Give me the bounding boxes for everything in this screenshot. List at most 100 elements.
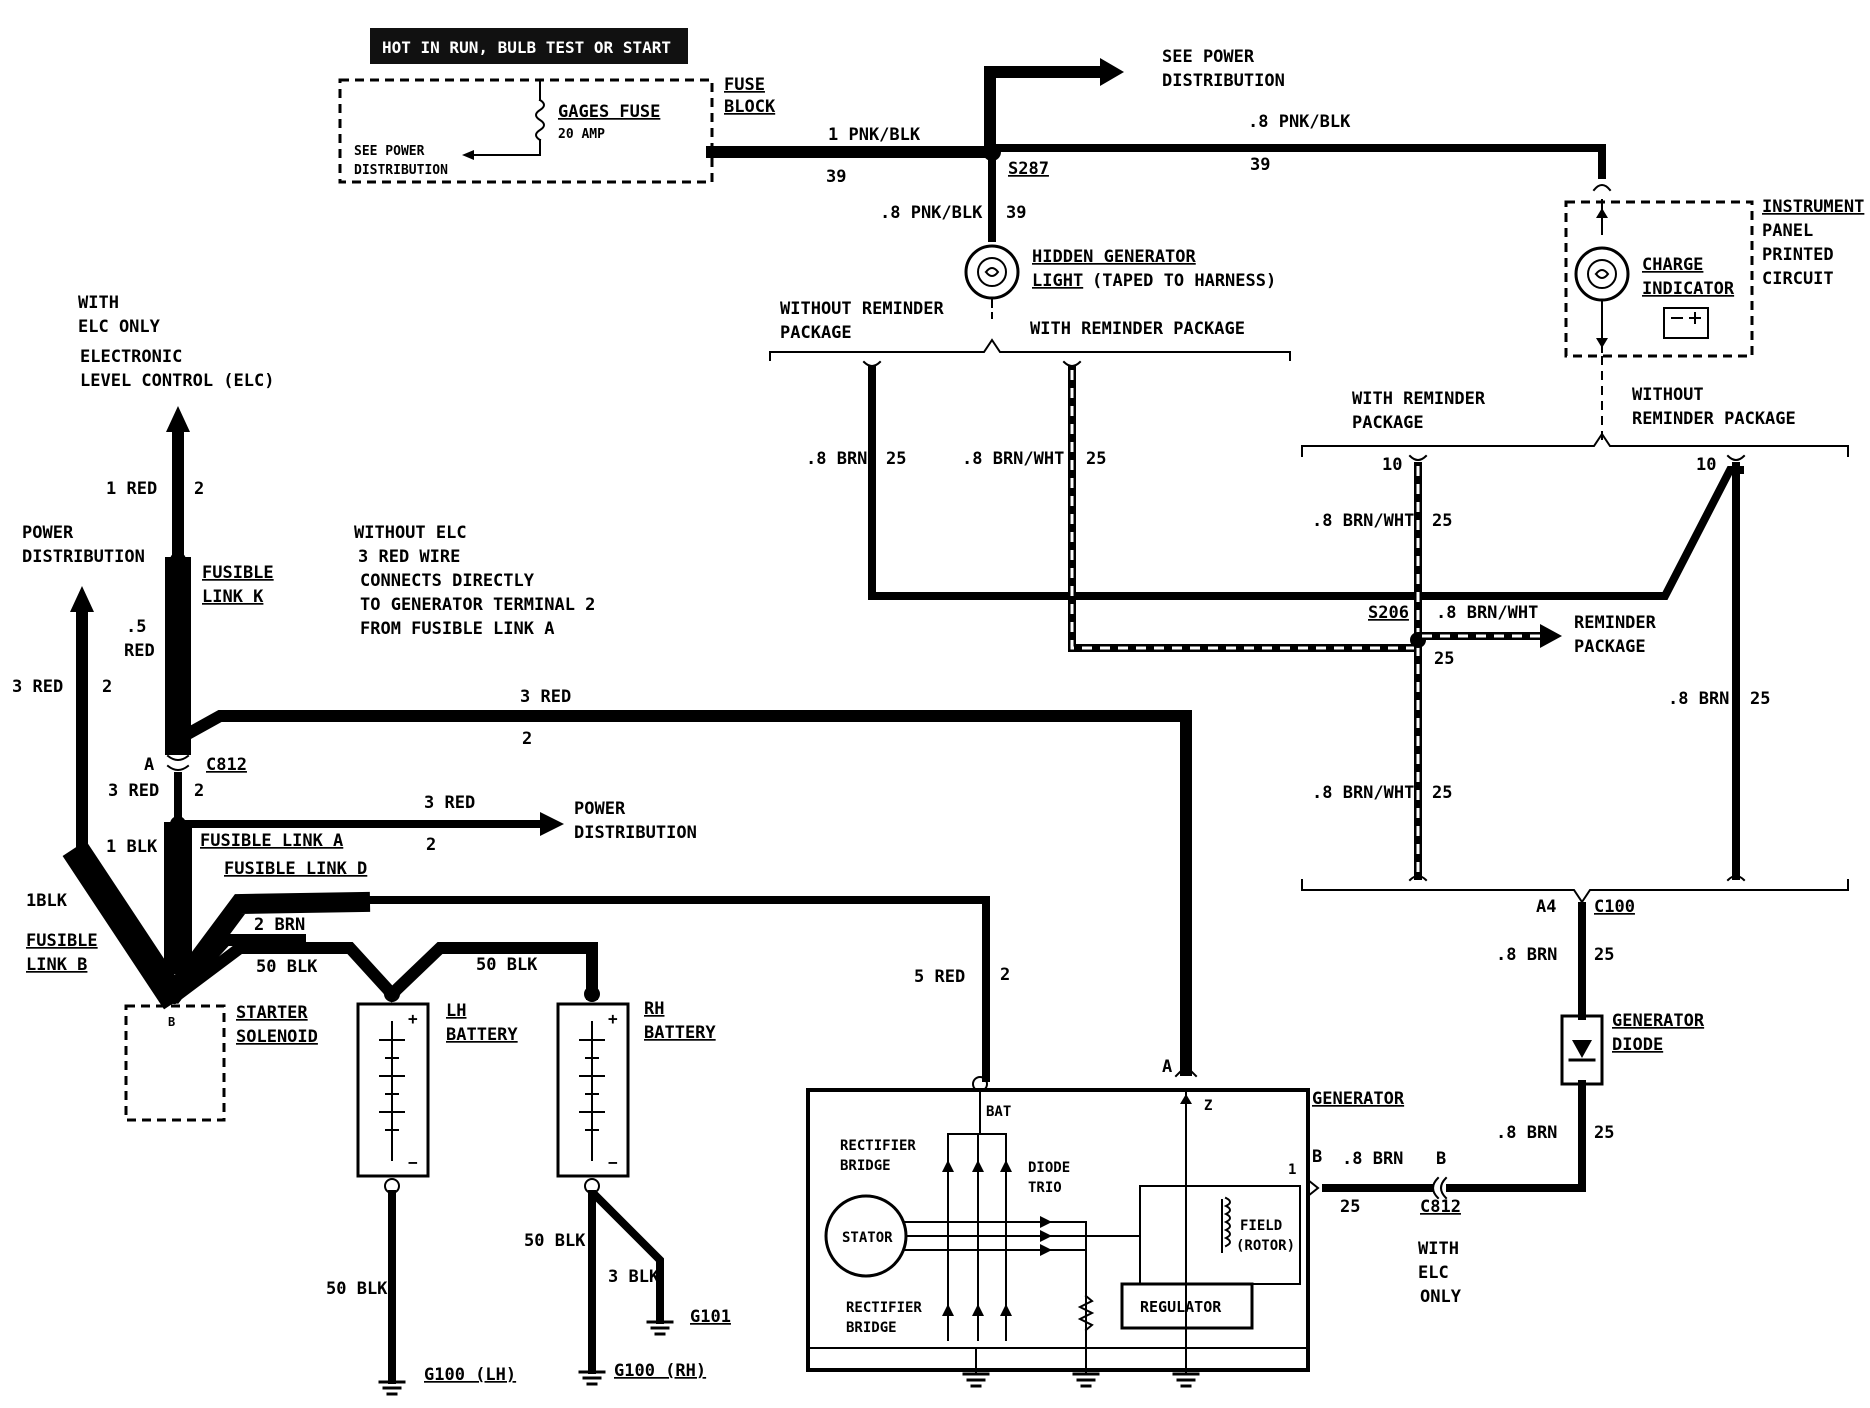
label-3-blk: 3 BLK (608, 1267, 660, 1287)
fuse-block-outline (338, 78, 714, 184)
label-circuit-39b: 39 (1250, 155, 1270, 175)
rectifier-bridge-label-top-2: BRIDGE (840, 1158, 891, 1174)
label-a4: A4 (1536, 897, 1556, 917)
package-bracket-left (769, 338, 1291, 361)
label-50-blk-b: 50 BLK (476, 955, 538, 975)
generator-diode-label-2: DIODE (1612, 1035, 1663, 1055)
power-label-left: POWER (22, 523, 74, 543)
label-c100: C100 (1594, 897, 1635, 917)
distribution-label-left: DISTRIBUTION (22, 547, 145, 567)
label-circuit-39c: 39 (1006, 203, 1026, 223)
label-2-brn: 2 BRN (254, 915, 305, 935)
wire-3-blk-g101 (590, 1190, 664, 1324)
see-power-label: SEE POWER (1162, 47, 1255, 67)
reminder-package-label: PACKAGE (1574, 637, 1646, 657)
elc-only-label: ELC ONLY (78, 317, 161, 337)
label-25-i: 25 (1340, 1197, 1360, 1217)
label-b-right: B (1436, 1149, 1446, 1169)
hot-in-run-text: HOT IN RUN, BULB TEST OR START (382, 38, 671, 57)
without-elc-note-1: WITHOUT ELC (354, 523, 467, 543)
label-8-brn-c: .8 BRN (1496, 945, 1557, 965)
lh-label: LH (446, 1001, 466, 1021)
charge-indicator-bulb-icon (1574, 246, 1630, 302)
with-reminder-label-r2: PACKAGE (1352, 413, 1424, 433)
without-elc-note-5: FROM FUSIBLE LINK A (360, 619, 554, 639)
label-a-generator: A (1162, 1057, 1172, 1077)
with-elc-label-3: ONLY (1420, 1287, 1462, 1307)
rectifier-bridge-label-bot-2: BRIDGE (846, 1320, 897, 1336)
label-c812: C812 (206, 755, 247, 775)
label-1-red: 1 RED (106, 479, 157, 499)
connector-mark (1592, 184, 1612, 192)
g101-label: G101 (690, 1307, 731, 1327)
electronic-label: ELECTRONIC (80, 347, 182, 367)
label-3-red-c: 3 RED (108, 781, 159, 801)
fuse-block-label-2: BLOCK (724, 97, 776, 117)
label-25-b: 25 (1086, 449, 1106, 469)
wire-50-blk-rh (383, 942, 598, 1003)
regulator-label: REGULATOR (1140, 1298, 1222, 1316)
arrow-up-icon (70, 586, 94, 612)
printed-label: PRINTED (1762, 245, 1834, 265)
package-bracket-right (1301, 432, 1849, 457)
rectifier-bridge-label-top-1: RECTIFIER (840, 1138, 916, 1154)
without-elc-note-3: CONNECTS DIRECTLY (360, 571, 535, 591)
arrow-icon (540, 812, 564, 836)
hidden-light-label-1: HIDDEN GENERATOR (1032, 247, 1197, 267)
arrow-icon (1100, 58, 1124, 86)
lh-battery-icon: + − (356, 986, 430, 1194)
lh-battery-label: BATTERY (446, 1025, 518, 1045)
panel-label: PANEL (1762, 221, 1813, 241)
label-red: RED (124, 641, 155, 661)
label-8-brn-e: .8 BRN (1342, 1149, 1403, 1169)
rotor-label: (ROTOR) (1236, 1238, 1295, 1254)
with-reminder-label-r1: WITH REMINDER (1352, 389, 1486, 409)
label-3-red-b: 3 RED (520, 687, 571, 707)
without-reminder-label-r1: WITHOUT (1632, 385, 1704, 405)
with-elc-label-2: ELC (1418, 1263, 1449, 1283)
fusible-link-d (162, 891, 371, 1004)
indicator-label: INDICATOR (1642, 279, 1735, 299)
fusible-link-b-label-1: FUSIBLE (26, 931, 98, 951)
fuse-distribution: DISTRIBUTION (354, 163, 448, 178)
label-3-red-d: 3 RED (424, 793, 475, 813)
label-5-red: 5 RED (914, 967, 965, 987)
gages-fuse-symbol (535, 98, 545, 142)
label-25-a: 25 (886, 449, 906, 469)
label-s206: S206 (1368, 603, 1409, 623)
generator-diode-icon (1560, 1014, 1604, 1086)
label-50-blk-d: 50 BLK (524, 1231, 586, 1251)
fusible-link-b (62, 840, 188, 1010)
arrow-icon (1540, 624, 1562, 648)
solenoid-label: SOLENOID (236, 1027, 318, 1047)
connector-mark (1174, 1064, 1198, 1078)
label-c812-b: C812 (1420, 1197, 1461, 1217)
rh-label: RH (644, 999, 664, 1019)
connector-mark (862, 360, 882, 367)
ground-g100-rh-icon (578, 1370, 606, 1386)
label-8-brn-wht-a: .8 BRN/WHT (962, 449, 1064, 469)
fuse-block-label-1: FUSE (724, 75, 765, 95)
without-elc-note-4: TO GENERATOR TERMINAL 2 (360, 595, 595, 615)
label-a-c812: A (144, 755, 154, 775)
label-25-e: 25 (1432, 783, 1452, 803)
label-50-blk-a: 50 BLK (256, 957, 318, 977)
label-8-brn-b: .8 BRN (1668, 689, 1729, 709)
hidden-generator-light-bulb-icon (964, 244, 1020, 319)
connector-mark (1440, 1176, 1448, 1200)
with-elc-label-1: WITH (1418, 1239, 1459, 1259)
field-rotor-coil-icon (1223, 1196, 1231, 1248)
label-8-brn-a: .8 BRN (806, 449, 867, 469)
charge-label: CHARGE (1642, 255, 1703, 275)
starter-solenoid (124, 1004, 226, 1122)
diode-trio-icon (1040, 1216, 1052, 1256)
z-label: Z (1204, 1098, 1212, 1114)
starter-label: STARTER (236, 1003, 308, 1023)
g100-lh-label: G100 (LH) (424, 1365, 516, 1385)
label-25-g: 25 (1594, 945, 1614, 965)
stator-label: STATOR (842, 1230, 893, 1246)
ground-g100-lh-icon (378, 1380, 406, 1396)
fusible-link-d-label: FUSIBLE LINK D (224, 859, 367, 879)
label-2-a: 2 (194, 479, 204, 499)
label-circuit-39a: 39 (826, 167, 846, 187)
